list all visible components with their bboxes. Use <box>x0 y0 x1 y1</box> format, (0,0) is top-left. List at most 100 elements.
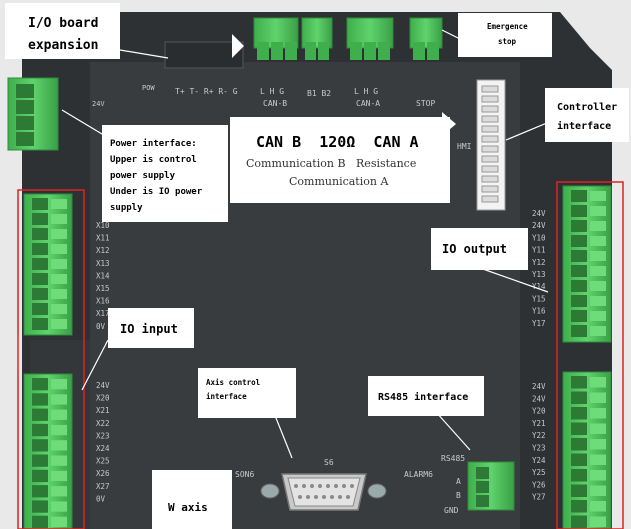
pin-label: X20 <box>96 394 110 403</box>
pin-label: 24V <box>532 394 546 403</box>
terminal-screw <box>32 423 48 437</box>
callout-controller-line1: Controller <box>557 102 617 113</box>
callout-axis-line1: Axis control <box>206 378 260 387</box>
callout-axis-control: Axis control interface <box>198 368 296 418</box>
callout-emergence-line2: stop <box>498 37 517 46</box>
top-terminal-block-can-a <box>346 17 394 60</box>
top-terminal-block-can-b <box>253 17 299 60</box>
pin-label: X14 <box>96 271 110 280</box>
output-highlight-box <box>556 181 624 529</box>
callout-power-line3: power supply <box>110 171 176 181</box>
terminal-screw <box>571 235 587 247</box>
alarm6-label: ALARM6 <box>404 470 433 479</box>
pin-label: X27 <box>96 482 110 491</box>
terminal-screw <box>571 280 587 292</box>
pin-label: X23 <box>96 431 110 440</box>
terminal-screw <box>571 407 587 420</box>
callout-io-board-line2: expansion <box>28 38 98 53</box>
top-terminal-block-stop <box>409 17 443 60</box>
terminal-screw <box>571 438 587 451</box>
callout-power-interface: Power interface: Upper is control power … <box>102 125 228 222</box>
pin-label: X16 <box>96 297 110 306</box>
input-highlight-box <box>17 189 85 529</box>
terminal-screw <box>571 190 587 202</box>
callout-axis-line2: interface <box>206 392 247 401</box>
terminal-screw <box>571 295 587 307</box>
db15-connector <box>260 473 387 511</box>
pin-label: Y10 <box>532 233 546 242</box>
input-terminal-bottom <box>23 373 73 529</box>
pin-label: Y16 <box>532 307 546 316</box>
son6-label: SON6 <box>235 470 254 479</box>
terminal-screw <box>32 454 48 467</box>
terminal-screw <box>571 250 587 262</box>
top-conn-label: T+ T- R+ R- G <box>175 87 238 96</box>
callout-emergence-stop: Emergence stop <box>458 13 552 57</box>
v24-label: 24V <box>92 100 105 108</box>
terminal-screw <box>571 422 587 435</box>
pin-label: Y12 <box>532 258 546 267</box>
terminal-screw <box>32 393 48 406</box>
callout-rs485-text: RS485 interface <box>378 391 468 403</box>
can-b-pins-label: L H G <box>260 87 284 96</box>
callout-can-line2: Communication A <box>289 175 389 188</box>
pin-label: 24V <box>532 382 546 391</box>
terminal-screw <box>571 310 587 322</box>
terminal-screw <box>571 453 587 466</box>
pin-label: X21 <box>96 406 110 415</box>
pin-label: Y22 <box>532 431 546 440</box>
terminal-screw <box>32 318 48 330</box>
s6-label: S6 <box>324 458 334 467</box>
callout-controller-interface: Controller interface <box>545 88 629 142</box>
terminal-screw <box>32 515 48 528</box>
callout-controller-line2: interface <box>557 120 611 132</box>
can-b-label: CAN-B <box>263 99 287 108</box>
top-terminal-block-rs <box>164 41 244 69</box>
callout-w-axis: W axis <box>152 470 232 529</box>
top-terminal-block-b1b2 <box>301 17 333 60</box>
terminal-screw <box>32 243 48 255</box>
pin-label: X22 <box>96 419 110 428</box>
terminal-screw <box>32 213 48 225</box>
pow-label: POW <box>142 84 155 92</box>
terminal-screw <box>571 325 587 337</box>
terminal-screw <box>571 265 587 277</box>
pin-label: X12 <box>96 246 110 255</box>
terminal-screw <box>571 515 587 528</box>
pin-label: 24V <box>532 209 546 218</box>
callout-can: CAN B 120Ω CAN A Communication B Resista… <box>230 117 450 203</box>
callout-power-line2: Upper is control <box>110 154 197 165</box>
rs485-pin-a: A <box>456 477 461 486</box>
terminal-screw <box>32 378 48 391</box>
can-a-pins-label: L H G <box>354 87 378 96</box>
pin-label: Y14 <box>532 282 546 291</box>
can-a-label: CAN-A <box>356 99 380 108</box>
rs485-pin-b: B <box>456 491 461 500</box>
pin-label: X24 <box>96 444 110 453</box>
pin-label: 24V <box>532 221 546 230</box>
terminal-screw <box>32 198 48 210</box>
input-terminal-top <box>23 193 73 336</box>
terminal-screw <box>32 408 48 421</box>
pin-label: X10 <box>96 221 110 230</box>
pin-label: X26 <box>96 469 110 478</box>
pin-label: Y11 <box>532 246 546 255</box>
b1b2-label: B1 B2 <box>307 89 331 98</box>
terminal-screw <box>32 258 48 270</box>
callout-pointers <box>61 29 555 459</box>
pin-label: Y13 <box>532 270 546 279</box>
rs485-pin-gnd: GND <box>444 506 459 515</box>
pin-label: Y26 <box>532 480 546 489</box>
rs485-board-label: RS485 <box>441 454 465 463</box>
pin-label: Y21 <box>532 419 546 428</box>
terminal-screw <box>32 439 48 452</box>
terminal-screw <box>32 469 48 483</box>
pin-label: X13 <box>96 259 110 268</box>
callout-w-axis-text: W axis <box>168 501 208 514</box>
rs485-terminal <box>467 461 515 511</box>
pin-label: 0V <box>96 322 106 331</box>
terminal-screw <box>571 391 587 404</box>
pin-label: X17 <box>96 309 110 318</box>
terminal-screw <box>571 484 587 497</box>
callout-io-input-text: IO input <box>120 322 178 336</box>
